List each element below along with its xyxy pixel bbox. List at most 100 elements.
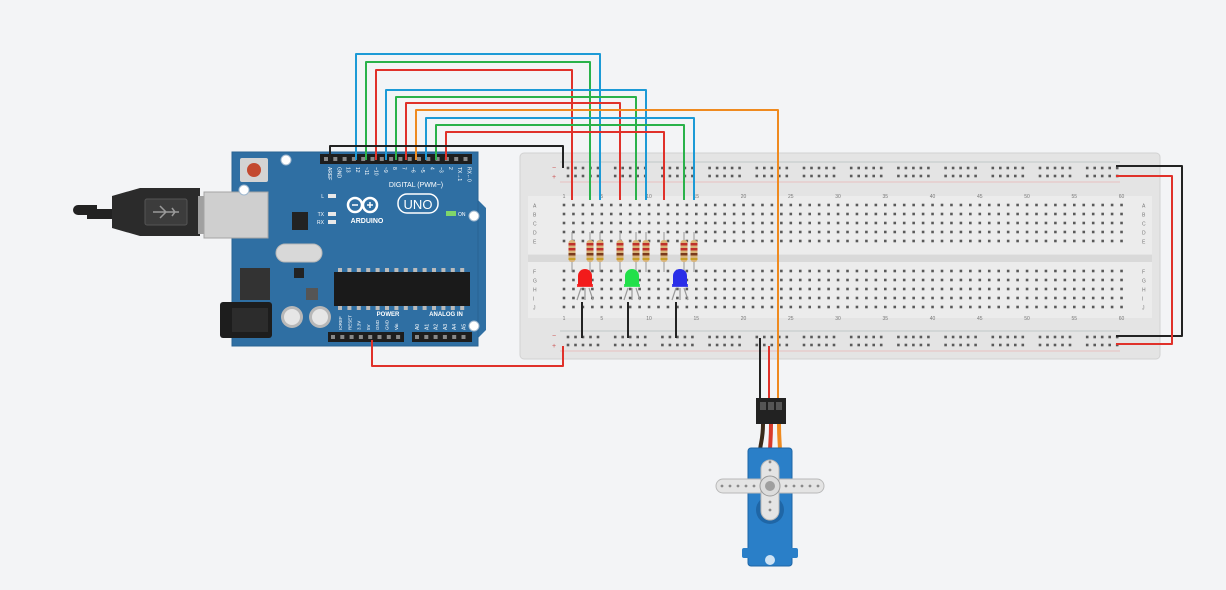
brand-label: ARDUINO bbox=[351, 218, 384, 225]
digital-pin-label: ~6 bbox=[410, 167, 416, 173]
bb-row-letter-left: J bbox=[533, 306, 536, 312]
bb-col-number-top: 35 bbox=[883, 194, 889, 200]
power-pin-label: RESET bbox=[347, 315, 352, 330]
model-label: UNO bbox=[404, 197, 433, 212]
bb-row-letter-right: J bbox=[1142, 306, 1145, 312]
bb-row-letter-left: A bbox=[533, 204, 537, 210]
bb-col-number-top: 50 bbox=[1024, 194, 1030, 200]
bb-col-number-top: 1 bbox=[563, 194, 566, 200]
digital-pin-label: GND bbox=[335, 167, 341, 179]
digital-pin-label: ~11 bbox=[363, 167, 369, 175]
bb-row-letter-right: F bbox=[1142, 270, 1145, 276]
bb-row-letter-left: C bbox=[533, 222, 537, 228]
resistor[interactable] bbox=[680, 232, 688, 272]
digital-pin-label: AREF bbox=[326, 167, 332, 180]
digital-pin-label: 2 bbox=[447, 167, 453, 170]
power-on-led bbox=[446, 211, 456, 216]
digital-pin-label: ~10 bbox=[373, 167, 379, 176]
digital-pin-label: 12 bbox=[354, 167, 360, 173]
bb-col-number-top: 40 bbox=[930, 194, 936, 200]
arduino-logo bbox=[346, 196, 379, 214]
bb-col-number-bottom: 60 bbox=[1119, 316, 1125, 322]
bb-row-letter-left: B bbox=[533, 213, 537, 219]
power-pin-label: 3.3V bbox=[357, 321, 362, 330]
reset-button[interactable] bbox=[247, 163, 261, 177]
power-pin-label: GND bbox=[385, 319, 390, 330]
digital-pin-label: ~3 bbox=[438, 167, 444, 173]
bb-rail-minus-top: − bbox=[552, 165, 556, 172]
digital-pin-label: TX→1 bbox=[456, 167, 462, 181]
bb-row-letter-left: I bbox=[533, 297, 534, 303]
digital-pin-label: 7 bbox=[400, 167, 406, 170]
bb-row-letter-left: D bbox=[533, 231, 537, 237]
digital-pin-label: ~9 bbox=[382, 167, 388, 173]
wire-group bbox=[329, 53, 1183, 400]
bb-col-number-top: 45 bbox=[977, 194, 983, 200]
bb-col-number-top: 60 bbox=[1119, 194, 1125, 200]
bb-col-number-bottom: 15 bbox=[694, 316, 700, 322]
led-blue[interactable] bbox=[671, 269, 689, 301]
power-header bbox=[328, 332, 404, 342]
on-label: ON bbox=[458, 212, 466, 218]
power-pin-label: GND bbox=[375, 319, 380, 330]
tx-label: TX bbox=[318, 212, 325, 218]
bb-rail-plus-bottom: + bbox=[552, 343, 556, 350]
resistor[interactable] bbox=[642, 232, 650, 272]
bb-col-number-top: 30 bbox=[835, 194, 841, 200]
resistor[interactable] bbox=[568, 232, 576, 272]
bb-col-number-top: 55 bbox=[1072, 194, 1078, 200]
bb-row-letter-left: H bbox=[533, 288, 537, 294]
analog-pin-label: A5 bbox=[462, 324, 468, 330]
analog-pin-label: A3 bbox=[443, 324, 449, 330]
bb-row-letter-right: E bbox=[1142, 240, 1146, 246]
bb-row-letter-right: A bbox=[1142, 204, 1146, 210]
bb-row-letter-right: D bbox=[1142, 231, 1146, 237]
analog-header bbox=[412, 332, 472, 342]
resistor[interactable] bbox=[596, 232, 604, 272]
bb-col-number-bottom: 40 bbox=[930, 316, 936, 322]
resistor-group bbox=[568, 232, 698, 272]
resistor[interactable] bbox=[586, 232, 594, 272]
bb-col-number-bottom: 20 bbox=[741, 316, 747, 322]
bb-row-letter-right: B bbox=[1142, 213, 1146, 219]
analog-in-label: ANALOG IN bbox=[429, 312, 463, 318]
led-red[interactable] bbox=[576, 269, 594, 301]
resistor[interactable] bbox=[690, 232, 698, 272]
bb-row-letter-right: C bbox=[1142, 222, 1146, 228]
bb-row-letter-left: E bbox=[533, 240, 537, 246]
resistor[interactable] bbox=[660, 232, 668, 272]
power-pin-label: 5V bbox=[366, 324, 371, 330]
bb-col-number-bottom: 10 bbox=[646, 316, 652, 322]
led-green[interactable] bbox=[623, 269, 641, 301]
digital-pin-label: ~5 bbox=[419, 167, 425, 173]
bb-col-number-bottom: 45 bbox=[977, 316, 983, 322]
rx-label: RX bbox=[317, 220, 325, 226]
power-pin-label: IOREF bbox=[338, 316, 343, 330]
digital-pin-label: RX←0 bbox=[466, 167, 472, 182]
power-label: POWER bbox=[377, 312, 400, 318]
analog-pin-label: A1 bbox=[424, 324, 430, 330]
led-l-label: L bbox=[321, 194, 324, 200]
bb-rail-minus-bottom: − bbox=[552, 333, 556, 340]
bb-col-number-top: 25 bbox=[788, 194, 794, 200]
bb-col-number-bottom: 25 bbox=[788, 316, 794, 322]
bb-col-number-bottom: 55 bbox=[1072, 316, 1078, 322]
bb-col-number-top: 20 bbox=[741, 194, 747, 200]
bb-col-number-bottom: 50 bbox=[1024, 316, 1030, 322]
bb-col-number-bottom: 5 bbox=[600, 316, 603, 322]
bb-row-letter-right: I bbox=[1142, 297, 1143, 303]
resistor[interactable] bbox=[632, 232, 640, 272]
micro-servo[interactable] bbox=[715, 398, 825, 567]
resistor[interactable] bbox=[616, 232, 624, 272]
bb-col-number-top: 10 bbox=[646, 194, 652, 200]
power-pin-label: Vin bbox=[394, 323, 399, 330]
bb-col-number-top: 15 bbox=[694, 194, 700, 200]
bb-rail-plus-top: + bbox=[552, 174, 556, 181]
bb-col-number-bottom: 1 bbox=[563, 316, 566, 322]
bb-col-number-top: 5 bbox=[600, 194, 603, 200]
bb-row-letter-left: F bbox=[533, 270, 536, 276]
